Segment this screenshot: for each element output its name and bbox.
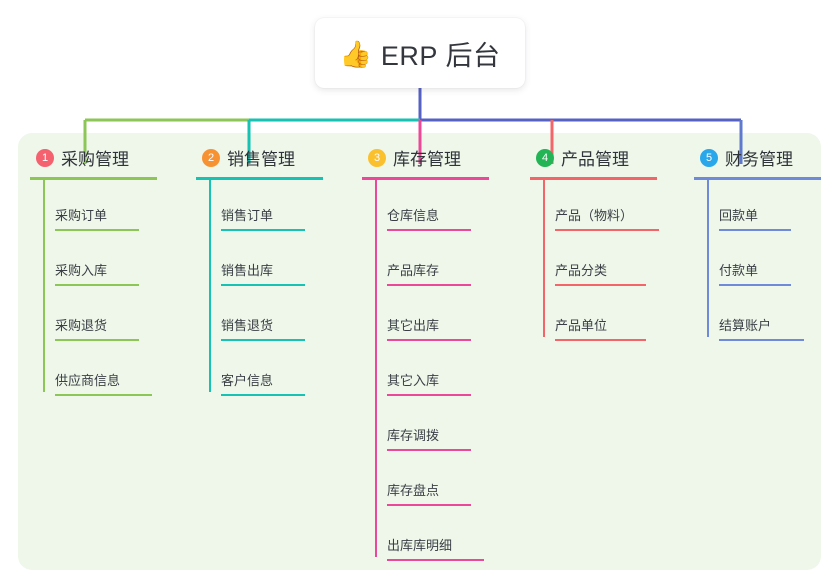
- branch-header-3[interactable]: 3 库存管理: [368, 145, 461, 170]
- branch-item-underline: [387, 229, 471, 231]
- branch-item-label: 供应商信息: [55, 373, 121, 388]
- branch-item[interactable]: 产品分类: [555, 260, 646, 286]
- branch-item[interactable]: 库存调拨: [387, 425, 471, 451]
- branch-item-underline: [387, 504, 471, 506]
- branch-badge-4: 4: [536, 148, 554, 167]
- branches-panel: [18, 133, 821, 570]
- branch-item[interactable]: 销售退货: [221, 315, 305, 341]
- branch-item-underline: [719, 229, 791, 231]
- branch-header-5[interactable]: 5 财务管理: [700, 145, 793, 170]
- branch-item-label: 结算账户: [719, 318, 772, 333]
- branch-title-3: 库存管理: [393, 150, 461, 169]
- branch-header-2[interactable]: 2 销售管理: [202, 145, 295, 170]
- branch-item-underline: [387, 559, 484, 561]
- branch-item-label: 销售出库: [221, 263, 274, 278]
- branch-underline-5: [694, 177, 821, 180]
- branch-title-2: 销售管理: [227, 150, 295, 169]
- branch-item-label: 库存调拨: [387, 428, 440, 443]
- branch-item[interactable]: 产品（物料）: [555, 205, 659, 231]
- branch-item-underline: [221, 284, 305, 286]
- branch-item-underline: [555, 284, 646, 286]
- branch-item-label: 采购退货: [55, 318, 108, 333]
- branch-item-label: 产品分类: [555, 263, 608, 278]
- thumbs-up-icon: 👍: [339, 39, 372, 69]
- branch-item-label: 产品单位: [555, 318, 608, 333]
- branch-underline-2: [196, 177, 323, 180]
- branch-item-underline: [221, 229, 305, 231]
- branch-item[interactable]: 客户信息: [221, 370, 305, 396]
- branch-item[interactable]: 采购订单: [55, 205, 139, 231]
- branch-spine-3: [375, 180, 377, 557]
- branch-title-1: 采购管理: [61, 150, 129, 169]
- branch-item[interactable]: 结算账户: [719, 315, 804, 341]
- branch-item-label: 付款单: [719, 263, 759, 278]
- root-node-label: ERP 后台: [380, 40, 501, 71]
- branch-item[interactable]: 采购入库: [55, 260, 139, 286]
- branch-item-label: 其它出库: [387, 318, 440, 333]
- branch-item-label: 回款单: [719, 208, 759, 223]
- branch-badge-2: 2: [202, 148, 220, 167]
- branch-item[interactable]: 回款单: [719, 205, 791, 231]
- branch-item-label: 产品库存: [387, 263, 440, 278]
- branch-item-label: 销售订单: [221, 208, 274, 223]
- branch-badge-3: 3: [368, 148, 386, 167]
- branch-item-underline: [55, 394, 152, 396]
- branch-item-label: 销售退货: [221, 318, 274, 333]
- branch-spine-1: [43, 180, 45, 392]
- branch-item[interactable]: 仓库信息: [387, 205, 471, 231]
- branch-item-label: 客户信息: [221, 373, 274, 388]
- branch-item-underline: [221, 394, 305, 396]
- branch-underline-4: [530, 177, 657, 180]
- branch-item-underline: [555, 339, 646, 341]
- branch-item[interactable]: 付款单: [719, 260, 791, 286]
- branch-item-label: 产品（物料）: [555, 208, 634, 223]
- branch-title-4: 产品管理: [561, 150, 629, 169]
- branch-item-label: 库存盘点: [387, 483, 440, 498]
- branch-item[interactable]: 销售出库: [221, 260, 305, 286]
- branch-item-underline: [55, 339, 139, 341]
- branch-item-underline: [221, 339, 305, 341]
- branch-item-underline: [387, 394, 471, 396]
- branch-item[interactable]: 产品单位: [555, 315, 646, 341]
- branch-item-label: 采购订单: [55, 208, 108, 223]
- root-node[interactable]: 👍 ERP 后台: [315, 18, 525, 88]
- branch-item[interactable]: 其它入库: [387, 370, 471, 396]
- branch-item-label: 仓库信息: [387, 208, 440, 223]
- branch-header-1[interactable]: 1 采购管理: [36, 145, 129, 170]
- branch-item-underline: [55, 284, 139, 286]
- branch-underline-3: [362, 177, 489, 180]
- branch-item-label: 采购入库: [55, 263, 108, 278]
- branch-item[interactable]: 产品库存: [387, 260, 471, 286]
- branch-underline-1: [30, 177, 157, 180]
- branch-item[interactable]: 其它出库: [387, 315, 471, 341]
- branch-columns: 1 采购管理采购订单采购入库采购退货供应商信息 2 销售管理销售订单销售出库销售退货客…: [18, 133, 821, 570]
- branch-spine-5: [707, 180, 709, 337]
- branch-item-label: 其它入库: [387, 373, 440, 388]
- branch-item[interactable]: 供应商信息: [55, 370, 152, 396]
- branch-badge-5: 5: [700, 148, 718, 167]
- branch-item-underline: [387, 339, 471, 341]
- branch-spine-2: [209, 180, 211, 392]
- branch-item[interactable]: 出库库明细: [387, 535, 484, 561]
- branch-header-4[interactable]: 4 产品管理: [536, 145, 629, 170]
- branch-item-underline: [719, 339, 804, 341]
- branch-item-underline: [719, 284, 791, 286]
- branch-item-underline: [555, 229, 659, 231]
- branch-title-5: 财务管理: [725, 150, 793, 169]
- branch-item[interactable]: 采购退货: [55, 315, 139, 341]
- branch-item-underline: [387, 449, 471, 451]
- branch-spine-4: [543, 180, 545, 337]
- branch-item-underline: [387, 284, 471, 286]
- branch-item-underline: [55, 229, 139, 231]
- branch-item-label: 出库库明细: [387, 538, 453, 553]
- branch-item[interactable]: 库存盘点: [387, 480, 471, 506]
- branch-badge-1: 1: [36, 148, 54, 167]
- branch-item[interactable]: 销售订单: [221, 205, 305, 231]
